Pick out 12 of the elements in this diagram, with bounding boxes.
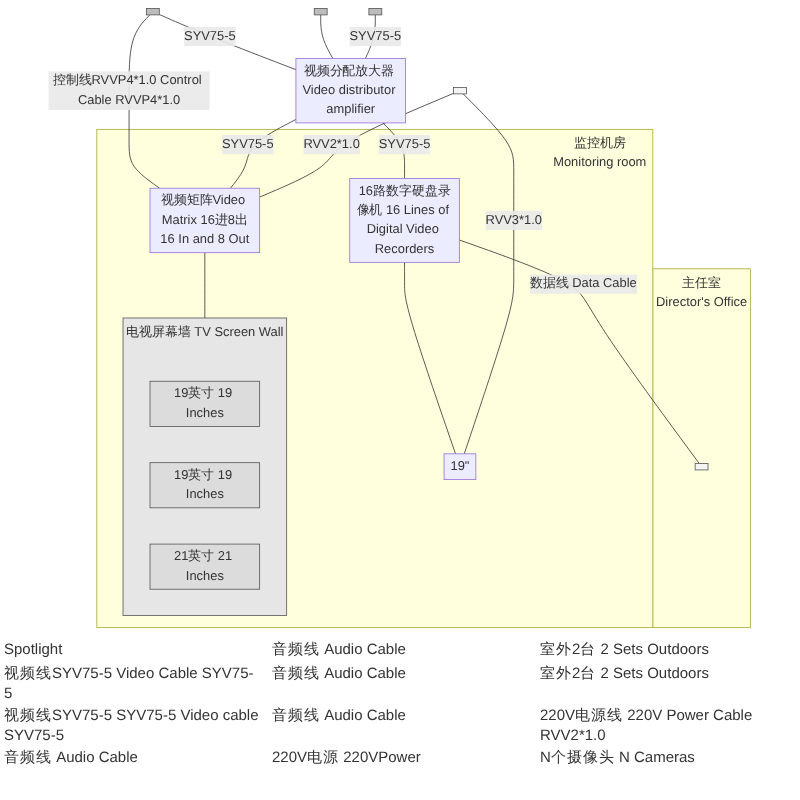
node-box [314,8,329,16]
node-box [453,87,468,95]
connector [320,14,334,59]
node-box [369,8,383,16]
node-box [695,463,710,471]
connector [463,93,515,455]
node-box [146,8,161,16]
connector [159,14,297,71]
connector [205,252,206,319]
connector [259,92,455,198]
connector [404,261,457,455]
connector [459,239,701,464]
